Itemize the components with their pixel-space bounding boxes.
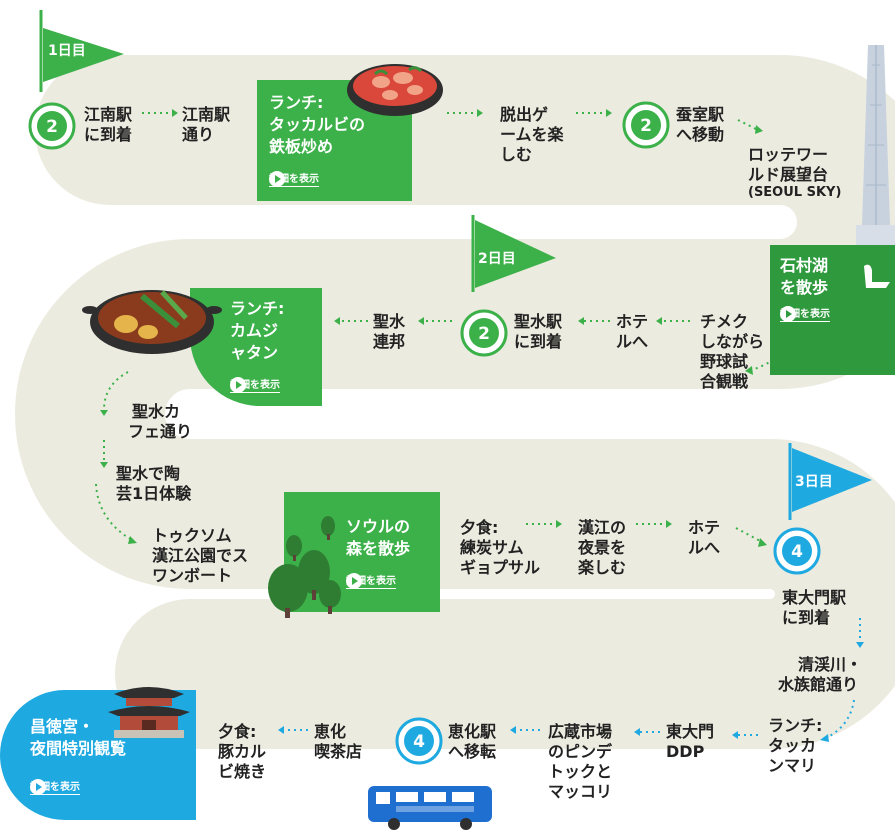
play-icon (230, 376, 246, 393)
forest-icon (268, 516, 341, 618)
lunch-gamjatang-title: ランチ:カムジャタン (230, 299, 285, 362)
seokchon-lake-card[interactable]: 石村湖を散歩 詳細を表示 (770, 245, 895, 375)
step-number: 2 (478, 324, 490, 344)
label-cafe-street: 聖水カフェ通り (128, 402, 193, 441)
label-escape-game: 脱出ゲームを楽しむ (500, 105, 564, 164)
lunch-dakgalbi-title: ランチ:タッカルビの鉄板炒め (269, 93, 366, 156)
step-number: 4 (413, 732, 425, 752)
details-link[interactable]: 詳細を表示 (346, 572, 396, 589)
fried-rice-pan-icon (347, 64, 443, 116)
label-hyehwa: 恵化駅へ移転 (448, 722, 497, 761)
label-swan-boat: トゥクソム漢江公園でスワンボート (152, 526, 249, 585)
label-lunch-dakhanmari: ランチ:タッカンマリ (768, 716, 823, 775)
play-icon (30, 778, 46, 795)
label-lotte-world: ロッテワールド展望台 (SEOUL SKY) (748, 145, 842, 200)
step-number: 2 (46, 117, 58, 137)
palace-icon (108, 687, 190, 738)
day3-flag-label: 3日目 (795, 474, 833, 490)
step-number: 4 (791, 542, 803, 562)
label-dinner-samgyeopsal: 夕食:練炭サムギョプサル (460, 518, 541, 577)
label-dongdaemun: 東大門駅に到着 (782, 588, 847, 627)
step-number: 2 (640, 116, 652, 136)
label-baseball: チメクしながら野球試合観戦 (700, 312, 765, 391)
label-gangnam-street: 江南駅通り (182, 105, 231, 144)
day2-flag-label: 2日目 (478, 251, 516, 267)
label-han-river: 漢江の夜景を楽しむ (578, 518, 627, 577)
label-gwangjang: 広蔵市場のピンデトックとマッコリ (548, 722, 613, 801)
label-gangnam-station: 江南駅に到着 (84, 105, 133, 144)
seoul-forest-title: ソウルの森を散歩 (346, 517, 411, 558)
details-link[interactable]: 詳細を表示 (269, 170, 319, 187)
tower-icon (856, 45, 895, 245)
details-link[interactable]: 詳細を表示 (230, 376, 280, 393)
changdeokgung-title: 昌徳宮・夜間特別観覧 (30, 717, 127, 758)
label-hyehwa-cafe: 恵化喫茶店 (314, 722, 363, 761)
seokchon-lake-title: 石村湖を散歩 (780, 256, 829, 297)
day1-flag-label: 1日目 (48, 43, 86, 59)
swan-boat-icon (864, 264, 890, 288)
stew-pot-icon (82, 290, 222, 354)
label-seongsu-union: 聖水連邦 (373, 312, 406, 351)
label-hotel: ホテルへ (688, 518, 721, 557)
details-link[interactable]: 詳細を表示 (30, 778, 80, 795)
bus-icon (368, 786, 492, 830)
label-jamsil: 蚕室駅へ移動 (676, 105, 725, 144)
label-dinner-galbi: 夕食:豚カルビ焼き (218, 722, 267, 781)
label-hotel-back: ホテルへ (616, 312, 649, 351)
label-seongsu-station: 聖水駅に到着 (514, 312, 563, 351)
play-icon (269, 170, 285, 187)
play-icon (780, 305, 796, 322)
label-pottery: 聖水で陶芸1日体験 (116, 464, 192, 503)
details-link[interactable]: 詳細を表示 (780, 305, 830, 322)
play-icon (346, 572, 362, 589)
label-cheonggye: 清渓川・水族館通り (778, 655, 863, 694)
